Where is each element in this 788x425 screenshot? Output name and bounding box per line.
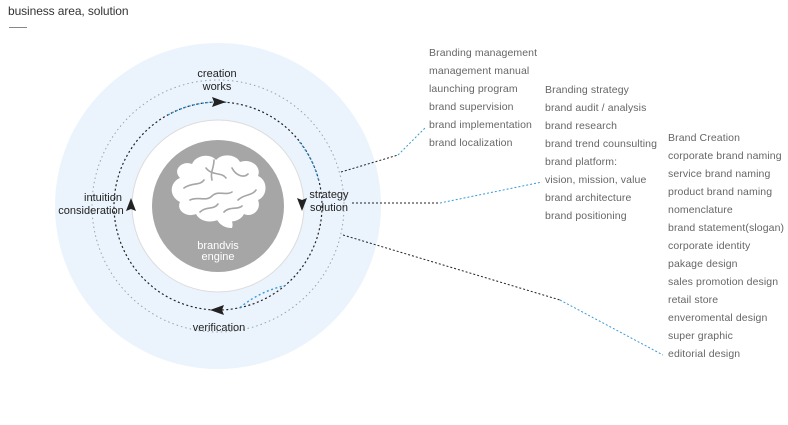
list-item: editorial design bbox=[668, 348, 741, 360]
implementation-list: Branding management management manual la… bbox=[429, 44, 537, 152]
list-item: retail store bbox=[668, 294, 719, 306]
arrow-icon-top bbox=[212, 97, 226, 107]
list-item: corporate brand naming bbox=[668, 150, 782, 162]
engine-label-line1: brandvis bbox=[197, 240, 239, 252]
list-item: super graphic bbox=[668, 330, 733, 342]
list-item: corporate identity bbox=[668, 240, 751, 252]
list-item: launching program bbox=[429, 83, 518, 95]
cycle-arc-accent-top bbox=[167, 101, 228, 116]
creation-list: Brand Creation corporate brand naming se… bbox=[668, 129, 784, 363]
list-item: Branding strategy bbox=[545, 84, 629, 96]
list-item: management manual bbox=[429, 65, 530, 77]
list-item: brand audit / analysis bbox=[545, 102, 647, 114]
brain-icon bbox=[171, 155, 266, 228]
engine-label-line2: engine bbox=[201, 251, 234, 263]
cycle-label-top-2: works bbox=[202, 81, 232, 93]
list-item: enveromental design bbox=[668, 312, 768, 324]
list-item: pakage design bbox=[668, 258, 738, 270]
cycle-label-right-2: solution bbox=[310, 202, 348, 214]
list-item: brand architecture bbox=[545, 192, 632, 204]
connector-creation bbox=[342, 234, 664, 356]
list-item: service brand naming bbox=[668, 168, 771, 180]
arrow-icon-right bbox=[297, 198, 307, 211]
list-item: product brand naming bbox=[668, 186, 773, 198]
cycle-label-left-2: consideration bbox=[58, 205, 123, 217]
arrow-icon-left bbox=[126, 198, 136, 211]
cycle-label-top-1: creation bbox=[197, 68, 236, 80]
cycle-label-left-1: intuition bbox=[84, 192, 122, 204]
list-item: brand localization bbox=[429, 137, 513, 149]
strategy-list: Branding strategy brand audit / analysis… bbox=[545, 81, 657, 225]
outer-dotted-ring bbox=[91, 79, 345, 333]
list-item: brand positioning bbox=[545, 210, 627, 222]
list-item: brand platform: bbox=[545, 156, 618, 168]
list-item: brand trend counsulting bbox=[545, 138, 658, 150]
list-item: sales promotion design bbox=[668, 276, 779, 288]
title-underline bbox=[9, 27, 27, 28]
list-item: brand statement(slogan) bbox=[668, 222, 785, 234]
list-item: brand supervision bbox=[429, 101, 514, 113]
list-item: Branding management bbox=[429, 47, 538, 59]
arrow-icon-bottom bbox=[210, 305, 224, 315]
connector-implementation bbox=[340, 126, 427, 173]
list-item: Brand Creation bbox=[668, 132, 741, 144]
connector-strategy bbox=[352, 181, 543, 204]
cycle-label-bottom: verification bbox=[193, 322, 246, 334]
list-item: nomenclature bbox=[668, 204, 733, 216]
list-item: brand implementation bbox=[429, 119, 532, 131]
page-title: business area, solution bbox=[8, 4, 129, 18]
cycle-label-right-1: strategy bbox=[309, 189, 349, 201]
list-item: vision, mission, value bbox=[545, 174, 647, 186]
list-item: brand research bbox=[545, 120, 618, 132]
